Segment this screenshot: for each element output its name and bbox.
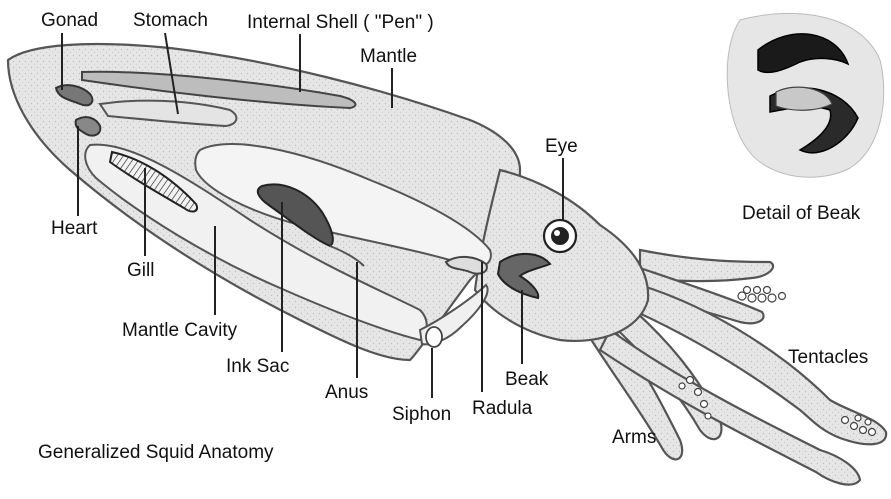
beak-organ bbox=[496, 253, 552, 300]
label-beak: Beak bbox=[505, 369, 549, 390]
label-radula: Radula bbox=[472, 398, 533, 419]
beak-detail-upper bbox=[757, 33, 850, 74]
label-heart: Heart bbox=[51, 218, 98, 239]
label-anus: Anus bbox=[325, 382, 368, 403]
stomach-organ bbox=[98, 99, 238, 128]
label-gill: Gill bbox=[127, 260, 154, 281]
gonad-organ bbox=[54, 84, 94, 107]
label-eye: Eye bbox=[545, 136, 578, 157]
radula-organ bbox=[444, 256, 488, 275]
label-arms: Arms bbox=[612, 427, 656, 448]
leader-lines bbox=[61, 32, 564, 398]
eye-pupil bbox=[551, 227, 569, 245]
label-tentacles: Tentacles bbox=[788, 347, 868, 368]
label-stomach: Stomach bbox=[133, 10, 208, 31]
diagram-title: Generalized Squid Anatomy bbox=[38, 442, 274, 463]
tentacles-group bbox=[598, 283, 888, 486]
label-mantle-cavity: Mantle Cavity bbox=[122, 320, 238, 341]
tentacle-shape bbox=[626, 283, 888, 446]
label-siphon: Siphon bbox=[392, 404, 451, 425]
beak-detail-inset bbox=[726, 12, 885, 178]
arm-shape bbox=[638, 248, 775, 283]
suckers bbox=[678, 285, 877, 437]
label-mantle: Mantle bbox=[360, 46, 417, 67]
label-ink-sac: Ink Sac bbox=[226, 356, 289, 377]
tentacle-shape bbox=[598, 328, 862, 486]
beak-detail-tongue bbox=[775, 86, 833, 111]
siphon-opening bbox=[425, 326, 443, 348]
intestine bbox=[329, 245, 365, 267]
internal-shell bbox=[81, 70, 357, 110]
label-gonad: Gonad bbox=[41, 10, 98, 31]
label-internal-shell: Internal Shell ( "Pen" ) bbox=[247, 12, 434, 33]
head bbox=[473, 168, 650, 342]
detail-of-beak-caption: Detail of Beak bbox=[742, 203, 861, 224]
gill-organ bbox=[108, 150, 198, 213]
